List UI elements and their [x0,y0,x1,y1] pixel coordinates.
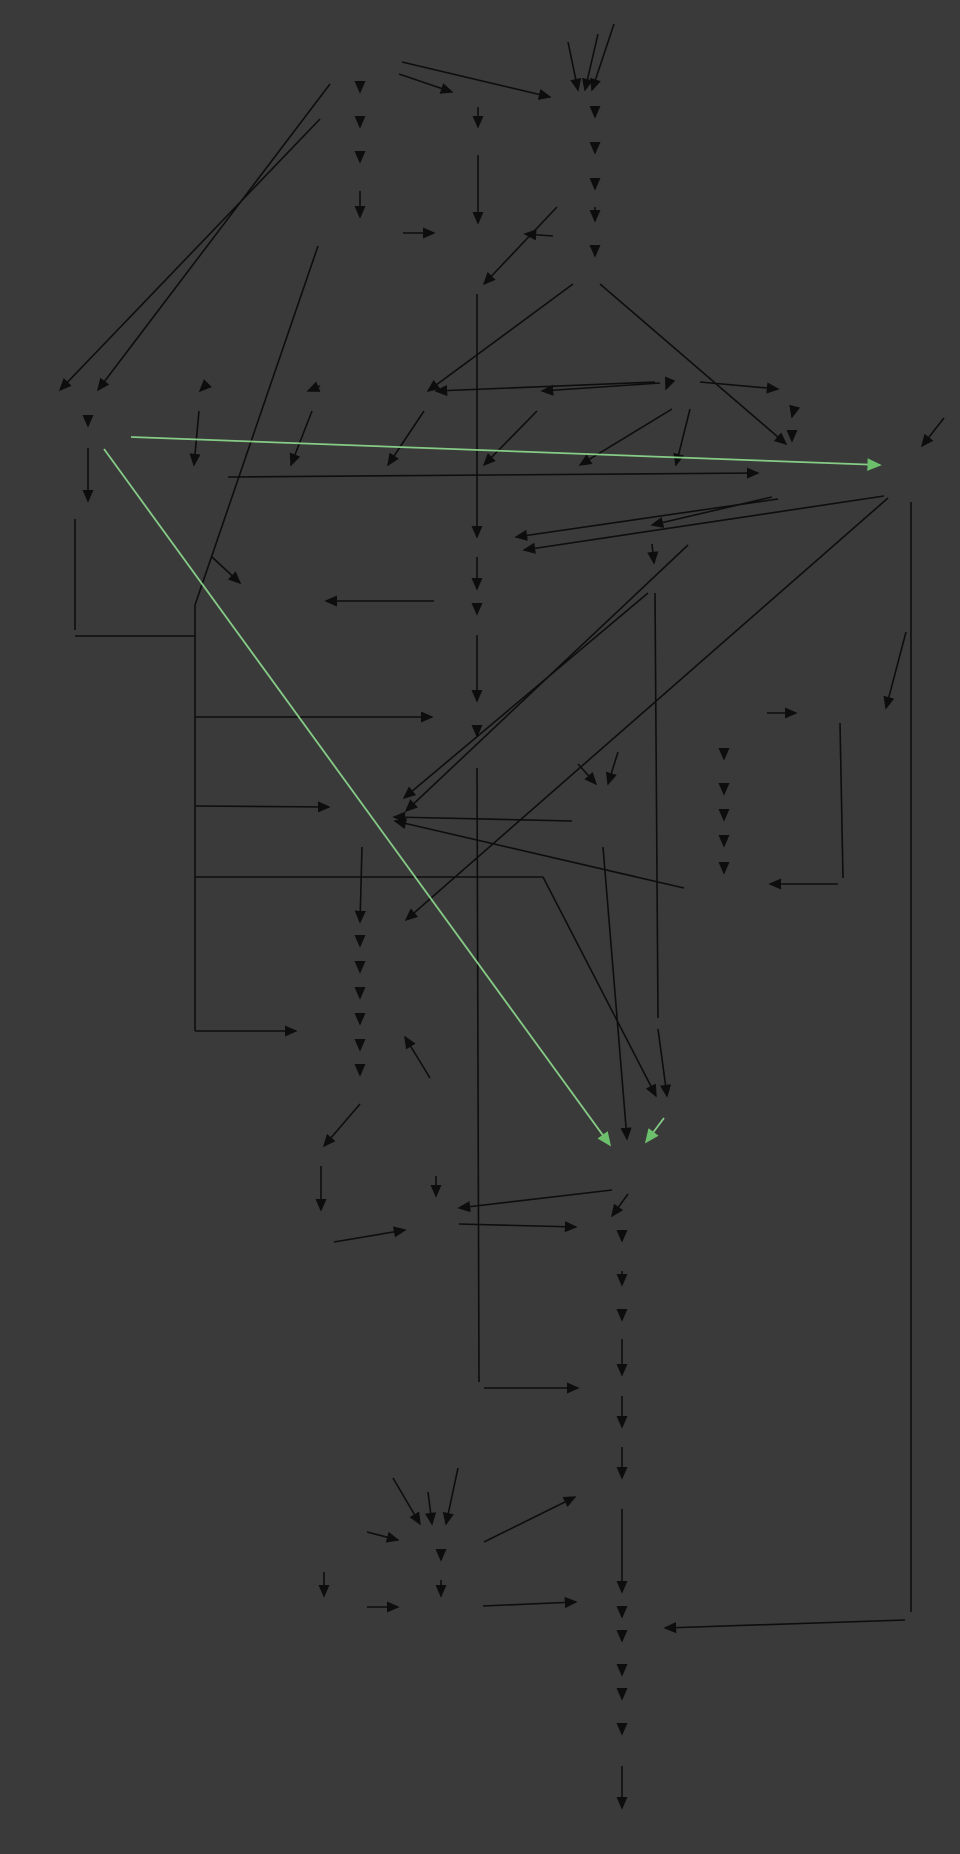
node-edge [921,417,945,448]
node-edge [189,410,201,467]
node-edge [392,1477,421,1526]
node-edge [599,283,788,446]
node-edge [333,1226,407,1243]
node-edge [404,544,689,813]
node-edge [523,229,554,241]
node-edge [482,206,558,286]
node-edge [404,1035,431,1079]
tracker-link-edge [103,448,612,1147]
node-edge [567,41,582,92]
node-edge [663,1619,906,1634]
node-edge [883,631,907,710]
node-edge [393,818,685,889]
node-edge [194,245,319,606]
node-edge [577,763,598,786]
node-edge [654,592,659,1019]
node-edge [58,118,321,392]
node-edge [647,543,659,565]
node-edge [442,1467,459,1526]
node-edge [392,811,573,823]
node-edge [434,381,656,397]
node-edge [398,73,454,94]
node-edge [354,846,366,924]
node-edge [514,498,779,541]
node-edge [650,496,773,528]
node-edge [322,1103,361,1148]
node-edge [306,381,321,392]
node-edge [457,1189,613,1213]
node-edge [404,497,889,922]
node-edge [789,404,801,419]
node-edge [482,1596,578,1609]
node-edge [366,1531,400,1543]
node-edge [540,382,661,396]
node-edge [426,283,574,392]
node-edge [97,83,331,392]
node-edge [402,592,649,800]
node-edge [476,767,480,1383]
tracker-link-edge [130,436,882,471]
node-edge [605,751,619,786]
node-edge [839,722,844,879]
node-edge [542,876,657,1098]
node-edge [611,1193,629,1218]
node-edge [602,846,632,1141]
node-edge [664,376,676,391]
node-edge [195,801,331,813]
node-edge [458,1221,578,1233]
node-edge [657,1028,672,1098]
node-edge [482,410,538,467]
node-edge [522,495,885,554]
tracker-link-edge [644,1117,665,1144]
node-edge [673,408,691,467]
node-edge [483,1496,577,1543]
node-edge [387,410,425,467]
node-edge [227,467,760,479]
node-edge [401,61,552,100]
node-edge [578,408,673,466]
node-edge [699,381,780,394]
node-edge [211,556,242,585]
node-edge [289,410,313,467]
node-edge [425,1491,437,1526]
node-edge [198,379,212,393]
node-edge [590,23,615,92]
node-edge [582,33,599,92]
